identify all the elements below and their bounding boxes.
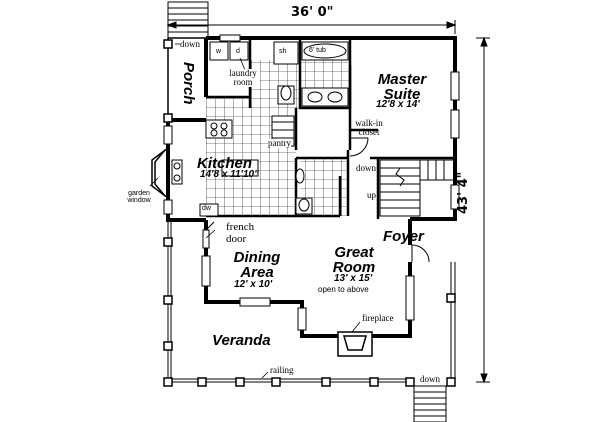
fireplace-label: fireplace: [362, 313, 394, 323]
interior-stairs: [379, 159, 456, 217]
veranda-label: Veranda: [212, 332, 271, 349]
dryer-label: d: [236, 48, 240, 55]
leader-lines: [149, 43, 361, 379]
great-room-note: open to above: [318, 285, 369, 294]
pantry-label: pantry: [268, 138, 291, 148]
kitchen-label: Kitchen: [197, 155, 253, 172]
porch-stairs: [167, 1, 209, 39]
great-room-label: Great Room: [332, 244, 376, 276]
kitchen-size: 14'8 x 11'10": [200, 169, 259, 180]
railing-label: railing: [270, 365, 294, 375]
master-suite-size: 12'8 x 14': [376, 99, 420, 110]
windows: [163, 34, 460, 331]
garden-window-label: garden window: [127, 190, 151, 204]
stair-up-label: up: [367, 190, 376, 200]
kitchen-island: [221, 159, 259, 177]
dining-area-size: 12' x 10': [234, 279, 273, 290]
master-suite-label: Master Suite: [377, 71, 427, 103]
width-dimension-line: [166, 20, 457, 34]
washer-label: w: [216, 48, 222, 55]
front-steps: [413, 385, 447, 422]
washer-dryer: [209, 41, 249, 61]
garden-window: [151, 147, 169, 199]
shower-label: sh: [279, 48, 287, 55]
porch-label: Porch: [180, 62, 197, 105]
laundry-room-label: laundry room: [226, 69, 260, 87]
dishwasher-label: dw: [202, 205, 211, 212]
down-label-top: down: [180, 39, 200, 49]
great-room-size: 13' x 15': [334, 273, 373, 284]
down-label-bottom: down: [420, 374, 440, 384]
width-dimension: 36' 0": [291, 5, 334, 20]
interior-walls: [168, 38, 455, 219]
dining-area-label: Dining Area: [233, 249, 281, 281]
kitchen-fixtures: [171, 115, 295, 217]
walk-in-closet-label: walk-in closet: [355, 118, 383, 137]
depth-dimension-line: [476, 36, 490, 384]
french-door: [202, 221, 215, 249]
french-door-label: french door: [226, 221, 255, 245]
front-door: [411, 244, 430, 263]
stair-down-label: down: [356, 163, 376, 173]
fireplace-unit: [337, 331, 373, 357]
depth-dimension: 43' 4": [456, 171, 471, 214]
closet-door: [349, 137, 369, 157]
tub-label: 6' tub: [309, 47, 326, 54]
veranda-posts: [163, 39, 456, 387]
bath-fixtures: [273, 41, 349, 215]
foyer-label: Foyer: [383, 228, 424, 245]
